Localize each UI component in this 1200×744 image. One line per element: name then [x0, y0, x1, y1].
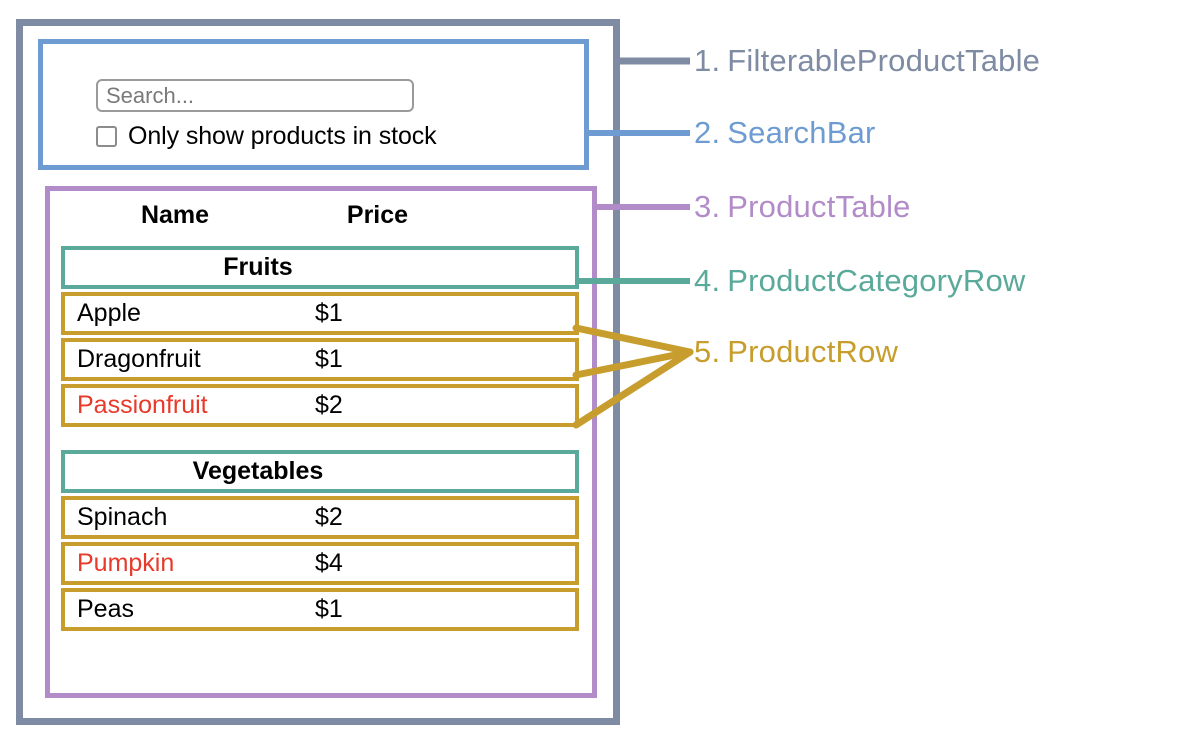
legend-number: 2. — [694, 115, 721, 150]
legend-item-product-row: 5.ProductRow — [694, 334, 898, 370]
product-row-name: Pumpkin — [77, 549, 175, 577]
search-bar-box: Only show products in stock — [38, 39, 589, 170]
product-row-name: Peas — [77, 595, 134, 623]
column-header-name: Name — [140, 201, 210, 229]
product-category-label: Fruits — [223, 253, 293, 281]
legend-number: 5. — [694, 334, 721, 369]
legend-number: 3. — [694, 189, 721, 224]
in-stock-checkbox-row[interactable]: Only show products in stock — [96, 122, 437, 151]
product-row-name: Apple — [77, 299, 141, 327]
product-table-box: Name Price Fruits Apple $1 Dragonfruit $… — [45, 186, 597, 698]
legend-item-filterable-product-table: 1.FilterableProductTable — [694, 43, 1040, 79]
column-header-price: Price — [346, 201, 409, 229]
product-row-price: $4 — [315, 549, 343, 577]
legend-item-product-category-row: 4.ProductCategoryRow — [694, 263, 1026, 299]
product-row-price: $1 — [315, 299, 343, 327]
product-row-name: Passionfruit — [77, 391, 208, 419]
product-row-name: Dragonfruit — [77, 345, 201, 373]
legend-item-search-bar: 2.SearchBar — [694, 115, 876, 151]
product-row-name: Spinach — [77, 503, 168, 531]
product-row: Spinach $2 — [61, 496, 579, 539]
product-category-row: Fruits — [61, 246, 579, 289]
legend-label: ProductTable — [727, 189, 911, 224]
legend-number: 1. — [694, 43, 721, 78]
product-category-row: Vegetables — [61, 450, 579, 493]
product-row-price: $2 — [315, 503, 343, 531]
product-category-label: Vegetables — [192, 457, 324, 485]
product-row-price: $2 — [315, 391, 343, 419]
product-row: Dragonfruit $1 — [61, 338, 579, 381]
product-table-header: Name Price — [50, 201, 592, 230]
product-row: Passionfruit $2 — [61, 384, 579, 427]
product-row: Apple $1 — [61, 292, 579, 335]
checkbox-icon[interactable] — [96, 126, 117, 147]
product-row: Peas $1 — [61, 588, 579, 631]
legend-label: ProductRow — [727, 334, 899, 369]
in-stock-checkbox-label: Only show products in stock — [128, 122, 437, 150]
section-spacer — [61, 430, 579, 450]
product-table-rows: Fruits Apple $1 Dragonfruit $1 Passionfr… — [61, 246, 579, 634]
legend-label: FilterableProductTable — [727, 43, 1041, 78]
product-row-price: $1 — [315, 345, 343, 373]
legend-item-product-table: 3.ProductTable — [694, 189, 911, 225]
legend-label: SearchBar — [727, 115, 876, 150]
product-row-price: $1 — [315, 595, 343, 623]
product-row: Pumpkin $4 — [61, 542, 579, 585]
legend-number: 4. — [694, 263, 721, 298]
search-input[interactable] — [96, 79, 414, 112]
legend-label: ProductCategoryRow — [727, 263, 1026, 298]
